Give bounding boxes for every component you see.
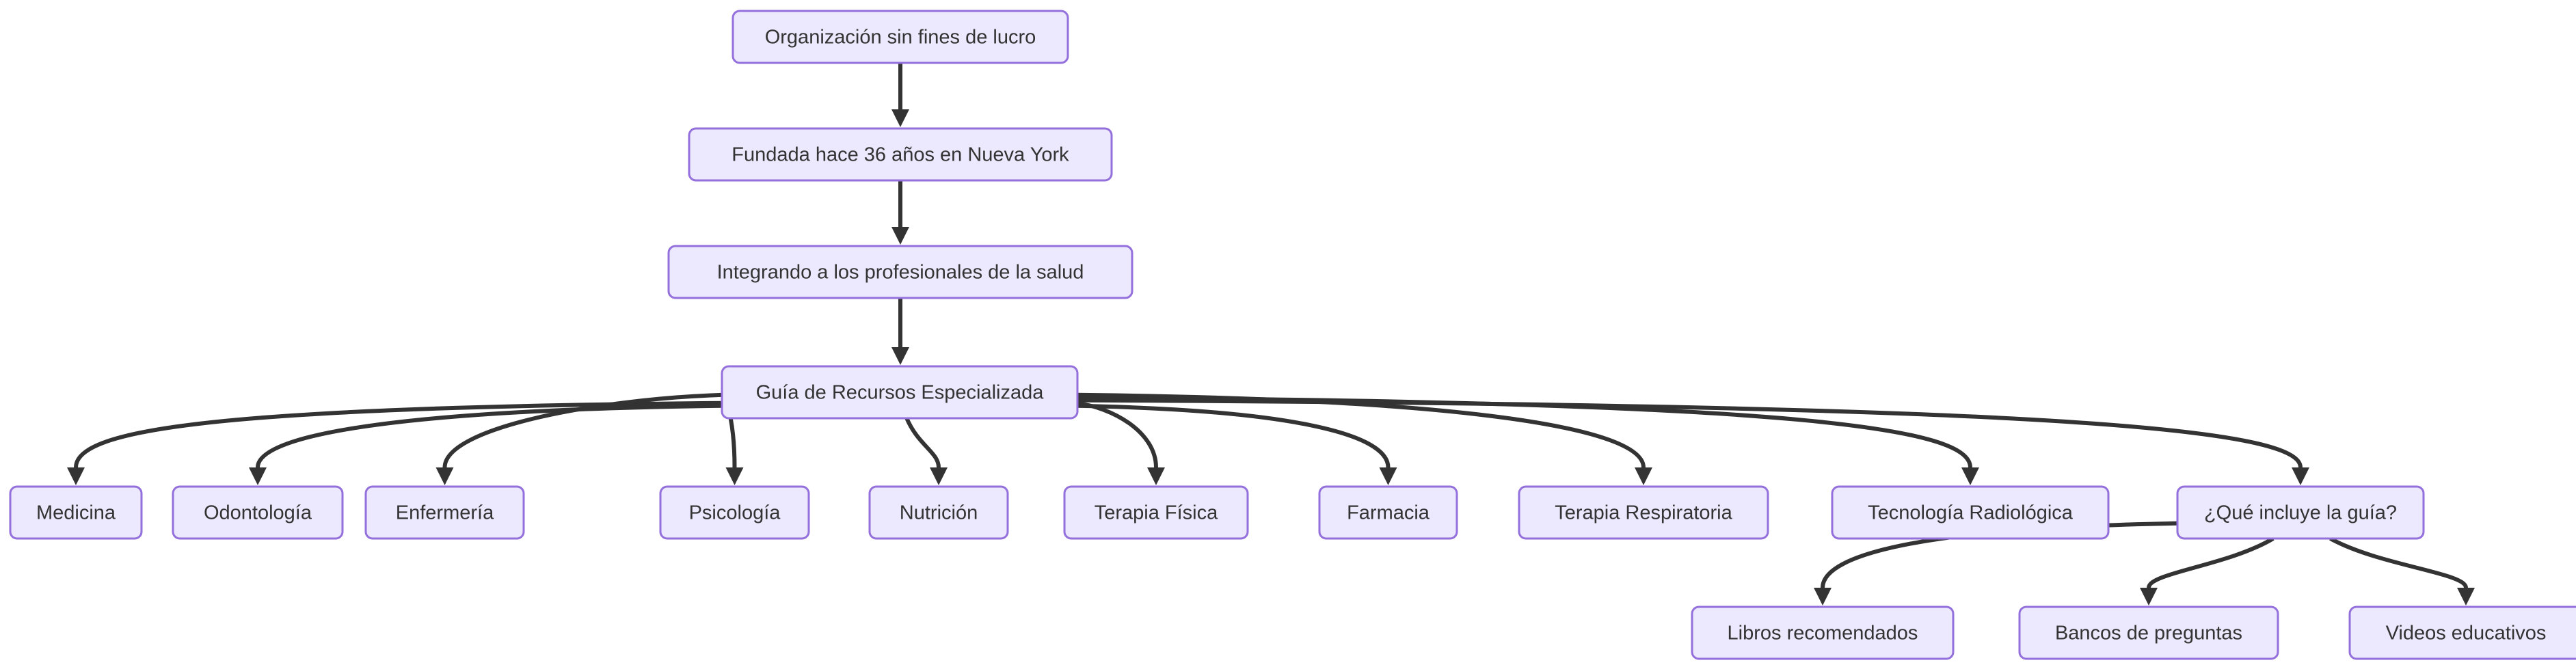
flow-node[interactable]: Medicina xyxy=(9,485,143,540)
edge-n4-to-n11 xyxy=(1075,403,1397,485)
edge-arrowhead xyxy=(891,109,909,127)
edge-arrowhead xyxy=(67,467,85,485)
node-box[interactable] xyxy=(2348,605,2576,660)
node-box[interactable] xyxy=(2018,605,2279,660)
edge-n2-to-n3 xyxy=(891,180,909,245)
node-label: Integrando a los profesionales de la sal… xyxy=(717,262,1084,284)
flow-node[interactable]: Nutrición xyxy=(868,485,1009,540)
edge-line xyxy=(904,417,941,468)
edge-n1-to-n2 xyxy=(891,63,909,127)
edge-arrowhead xyxy=(2140,588,2158,605)
flow-node[interactable]: Tecnología Radiológica xyxy=(1831,485,2110,540)
edge-arrowhead xyxy=(1814,588,1832,605)
node-label: Tecnología Radiológica xyxy=(1868,502,2074,524)
edge-line xyxy=(1075,395,1972,468)
flow-node[interactable]: Terapia Respiratoria xyxy=(1518,485,1769,540)
node-label: Videos educativos xyxy=(2386,623,2547,644)
flow-node[interactable]: Enfermería xyxy=(364,485,525,540)
edge-n4-to-n7 xyxy=(435,392,724,485)
node-box[interactable] xyxy=(659,485,810,540)
flow-node[interactable]: Odontología xyxy=(172,485,344,540)
flow-node[interactable]: Farmacia xyxy=(1318,485,1458,540)
edge-arrowhead xyxy=(2457,588,2475,605)
node-label: Fundada hace 36 años en Nueva York xyxy=(732,144,1069,166)
edge-arrowhead xyxy=(891,227,909,245)
edge-line xyxy=(74,400,724,468)
node-box[interactable] xyxy=(1831,485,2110,540)
edge-n4-to-n6 xyxy=(249,403,724,485)
edge-arrowhead xyxy=(930,467,948,485)
node-box[interactable] xyxy=(688,127,1113,182)
edge-arrowhead xyxy=(1961,467,1979,485)
edge-line xyxy=(1075,400,1158,468)
flow-node[interactable]: Videos educativos xyxy=(2348,605,2576,660)
node-label: Odontología xyxy=(204,502,312,524)
edge-n3-to-n4 xyxy=(891,298,909,365)
node-label: ¿Qué incluye la guía? xyxy=(2204,502,2397,524)
edge-arrowhead xyxy=(1635,467,1652,485)
node-label: Bancos de preguntas xyxy=(2055,623,2242,644)
node-box[interactable] xyxy=(868,485,1009,540)
edge-arrowhead xyxy=(435,467,454,485)
flow-node[interactable]: Guía de Recursos Especializada xyxy=(721,365,1079,420)
node-box[interactable] xyxy=(364,485,525,540)
node-label: Enfermería xyxy=(396,502,494,524)
edge-n14-to-n17 xyxy=(2329,536,2475,605)
node-label: Terapia Respiratoria xyxy=(1555,502,1732,524)
edge-n4-to-n5 xyxy=(67,400,724,485)
flow-node[interactable]: Organización sin fines de lucro xyxy=(732,10,1069,64)
node-label: Medicina xyxy=(36,502,116,524)
edge-line xyxy=(1075,398,2303,468)
node-label: Organización sin fines de lucro xyxy=(765,27,1036,49)
flow-node[interactable]: Libros recomendados xyxy=(1691,605,1955,660)
flow-node[interactable]: Integrando a los profesionales de la sal… xyxy=(667,245,1133,299)
node-box[interactable] xyxy=(2176,485,2425,540)
flow-node[interactable]: Fundada hace 36 años en Nueva York xyxy=(688,127,1113,182)
node-box[interactable] xyxy=(667,245,1133,299)
flow-node[interactable]: Terapia Física xyxy=(1063,485,1249,540)
node-box[interactable] xyxy=(732,10,1069,64)
edge-n14-to-n16 xyxy=(2140,536,2275,605)
node-label: Guía de Recursos Especializada xyxy=(756,382,1045,404)
edge-arrowhead xyxy=(249,467,267,485)
node-box[interactable] xyxy=(172,485,344,540)
edge-n4-to-n14 xyxy=(1075,398,2309,485)
edge-line xyxy=(2147,536,2275,588)
node-box[interactable] xyxy=(1518,485,1769,540)
flow-node[interactable]: ¿Qué incluye la guía? xyxy=(2176,485,2425,540)
node-box[interactable] xyxy=(9,485,143,540)
edge-n4-to-n9 xyxy=(904,417,948,485)
edge-arrowhead xyxy=(1147,467,1165,485)
node-label: Farmacia xyxy=(1347,502,1430,524)
flow-node[interactable]: Psicología xyxy=(659,485,810,540)
node-label: Terapia Física xyxy=(1095,502,1218,524)
node-box[interactable] xyxy=(1691,605,1955,660)
edge-arrowhead xyxy=(1379,467,1397,485)
node-box[interactable] xyxy=(721,365,1079,420)
edge-line xyxy=(442,392,724,468)
edge-line xyxy=(1075,403,1391,468)
flow-node[interactable]: Bancos de preguntas xyxy=(2018,605,2279,660)
edge-n4-to-n10 xyxy=(1075,400,1165,485)
node-label: Nutrición xyxy=(900,502,978,524)
node-box[interactable] xyxy=(1318,485,1458,540)
edge-arrowhead xyxy=(891,347,909,365)
edge-arrowhead xyxy=(2292,467,2309,485)
edge-arrowhead xyxy=(725,467,744,485)
edge-line xyxy=(2329,536,2468,588)
node-box[interactable] xyxy=(1063,485,1249,540)
node-label: Libros recomendados xyxy=(1728,623,1918,644)
edge-line xyxy=(256,403,724,468)
node-label: Psicología xyxy=(689,502,781,524)
